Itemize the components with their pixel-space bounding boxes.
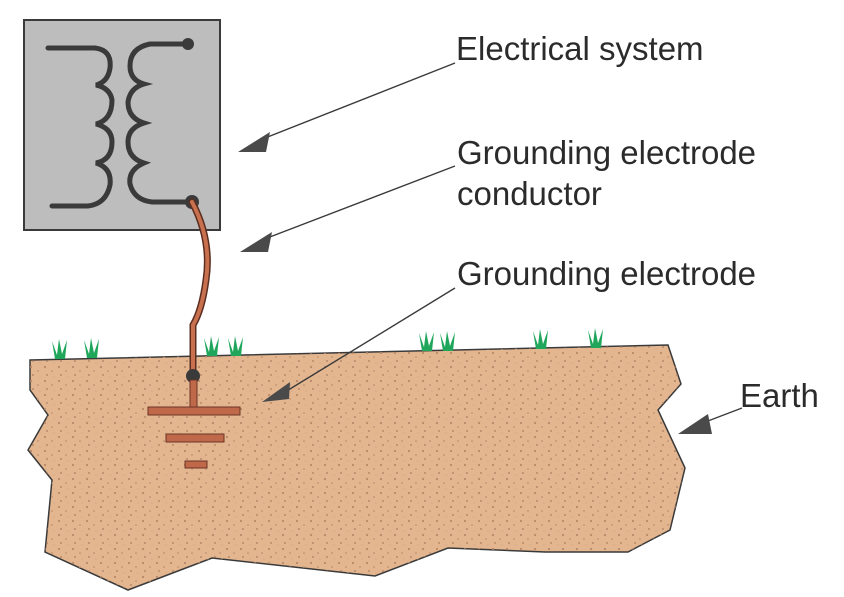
arrow-grounding-electrode — [262, 287, 456, 402]
grass — [52, 328, 603, 359]
grass-tuft — [228, 336, 243, 356]
arrow-earth — [678, 407, 743, 434]
label-gec-line2: conductor — [457, 175, 602, 212]
grass-tuft — [440, 331, 455, 351]
grass-tuft — [588, 328, 603, 348]
label-earth: Earth — [740, 377, 819, 414]
grass-tuft — [84, 338, 99, 358]
grass-tuft — [533, 329, 548, 349]
terminal-top — [182, 38, 194, 50]
label-grounding-electrode: Grounding electrode — [457, 255, 756, 292]
arrow-grounding-electrode-conductor — [240, 165, 456, 252]
grass-tuft — [419, 331, 434, 351]
label-electrical-system: Electrical system — [456, 30, 704, 67]
transformer-icon — [45, 41, 195, 209]
grass-tuft — [204, 336, 219, 356]
label-gec-line1: Grounding electrode — [457, 134, 756, 171]
earth-region — [27, 344, 686, 591]
electrical-system-box — [23, 19, 221, 231]
ground-symbol-icon — [147, 379, 241, 469]
callout-arrows — [238, 62, 743, 434]
earth-texture — [28, 345, 685, 590]
grass-tuft — [52, 339, 67, 359]
arrow-electrical-system — [238, 62, 456, 152]
